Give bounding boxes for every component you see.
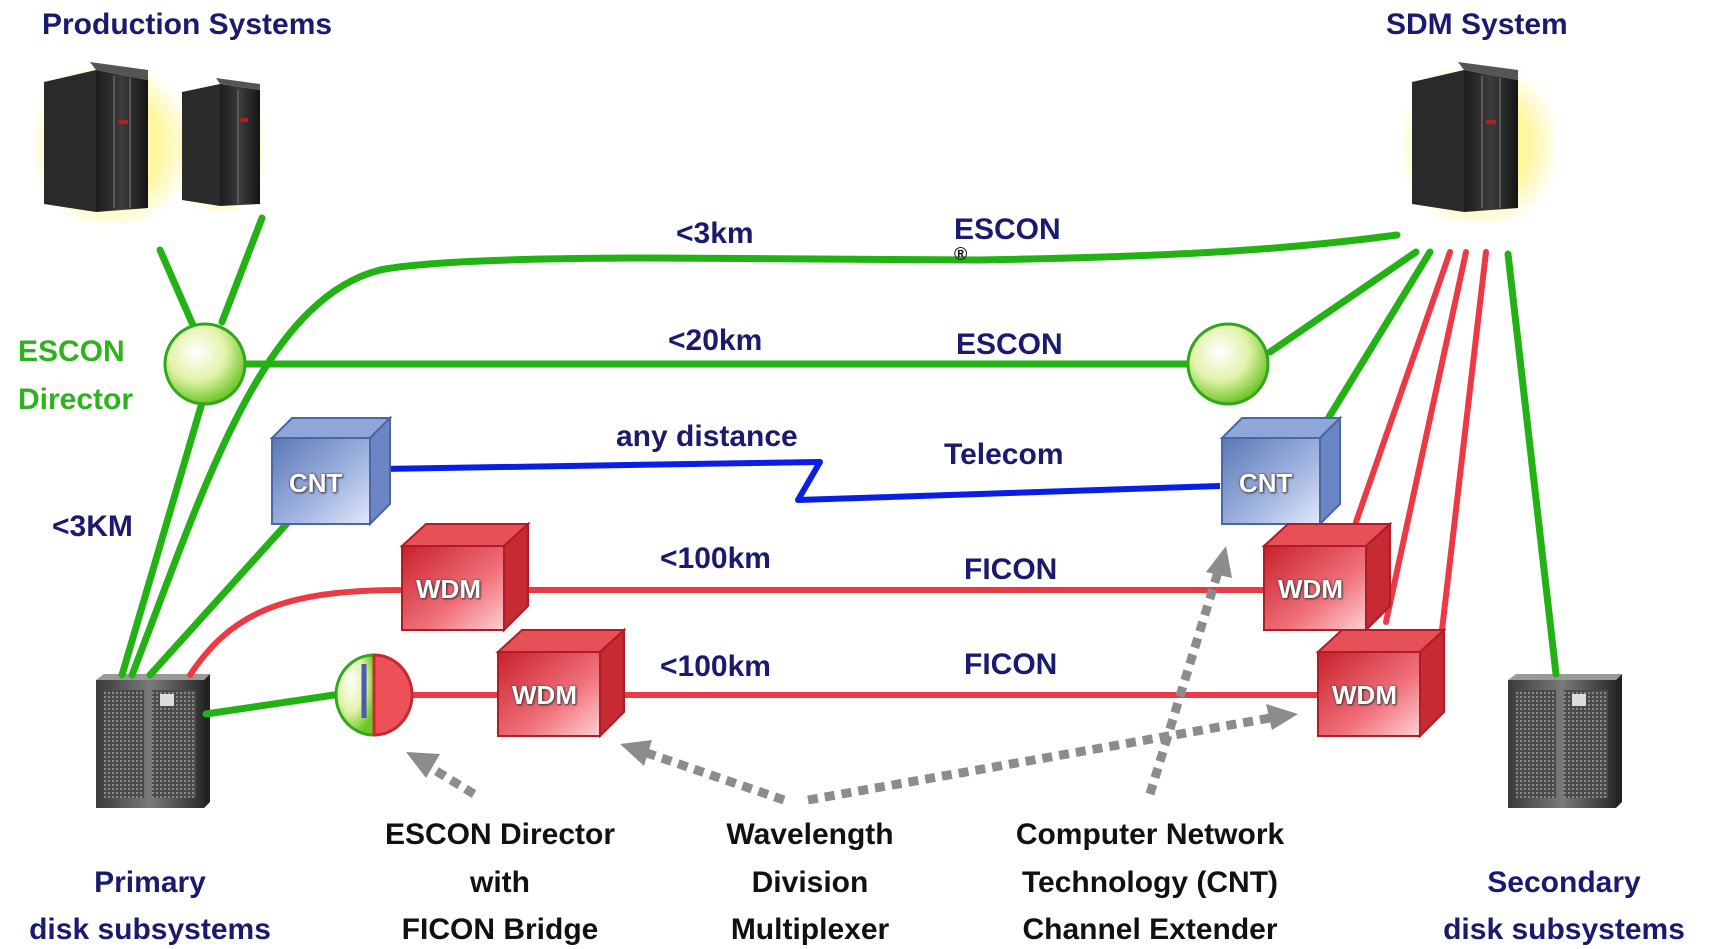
- wdm-box-2-right-icon: [1315, 627, 1447, 739]
- secondary-disk-icon: [1508, 674, 1622, 808]
- primary-disk-icon: [96, 674, 210, 808]
- link-4-distance: <100km: [660, 542, 771, 575]
- pointer-arrows: [425, 570, 1271, 805]
- link-2-distance: <20km: [668, 324, 763, 357]
- wdm-box-1-right-icon: [1261, 521, 1393, 633]
- cnt-right-label: CNT: [1239, 468, 1293, 498]
- legend-wdm-line1: Wavelength: [726, 818, 894, 851]
- escon-links: [118, 214, 1560, 718]
- wdm-box-1-left-icon: [399, 521, 531, 633]
- registered-mark: ®: [954, 244, 968, 264]
- legend-cnt-line1: Computer Network: [1015, 818, 1285, 851]
- legend-wdm-line2: Division: [751, 866, 869, 899]
- cnt-box-right-icon: [1219, 415, 1343, 527]
- legend-cnt-line2: Technology (CNT): [1021, 866, 1279, 899]
- wdm-1-left-label: WDM: [416, 574, 481, 604]
- legend-bridge-line1: ESCON Director: [384, 818, 616, 851]
- wdm-box-2-left-icon: [495, 627, 627, 739]
- primary-disk-label-line2: disk subsystems: [29, 913, 271, 946]
- link-1-protocol: ESCON: [954, 213, 1061, 246]
- sdm-system-label: SDM System: [1386, 8, 1568, 41]
- escon-director-right-icon: [1186, 322, 1270, 406]
- link-3-protocol: Telecom: [944, 438, 1064, 471]
- wdm-2-left-label: WDM: [512, 680, 577, 710]
- link-5-protocol: FICON: [964, 648, 1058, 681]
- link-5-distance: <100km: [660, 650, 771, 683]
- cnt-left-label: CNT: [289, 468, 343, 498]
- secondary-disk-label-line1: Secondary: [1487, 866, 1641, 899]
- legend-bridge-line3: FICON Bridge: [401, 913, 599, 946]
- sdm-server-icon: [1404, 62, 1554, 224]
- cnt-box-left-icon: [269, 415, 393, 527]
- production-server-icon: [36, 62, 264, 224]
- wdm-1-right-label: WDM: [1278, 574, 1343, 604]
- legend-bridge-line2: with: [470, 866, 530, 899]
- telecom-link: [377, 459, 1221, 503]
- left-distance-label: <3KM: [52, 510, 133, 543]
- escon-director-label-line2: Director: [18, 383, 134, 416]
- primary-disk-label-line1: Primary: [94, 866, 206, 899]
- arrow-heads: [406, 546, 1298, 778]
- link-4-protocol: FICON: [964, 553, 1058, 586]
- link-1-distance: <3km: [676, 217, 754, 250]
- legend-wdm-line3: Multiplexer: [730, 913, 890, 946]
- production-systems-label: Production Systems: [42, 8, 333, 41]
- ficon-links: [187, 249, 1489, 698]
- link-3-distance: any distance: [616, 420, 798, 453]
- escon-director-label-line1: ESCON: [18, 335, 125, 368]
- secondary-disk-label-line2: disk subsystems: [1443, 913, 1685, 946]
- link-2-protocol: ESCON: [956, 328, 1063, 361]
- legend-cnt-line3: Channel Extender: [1022, 913, 1278, 946]
- wdm-2-right-label: WDM: [1332, 680, 1397, 710]
- ficon-bridge-icon: [334, 653, 414, 737]
- escon-director-left-icon: [163, 322, 247, 406]
